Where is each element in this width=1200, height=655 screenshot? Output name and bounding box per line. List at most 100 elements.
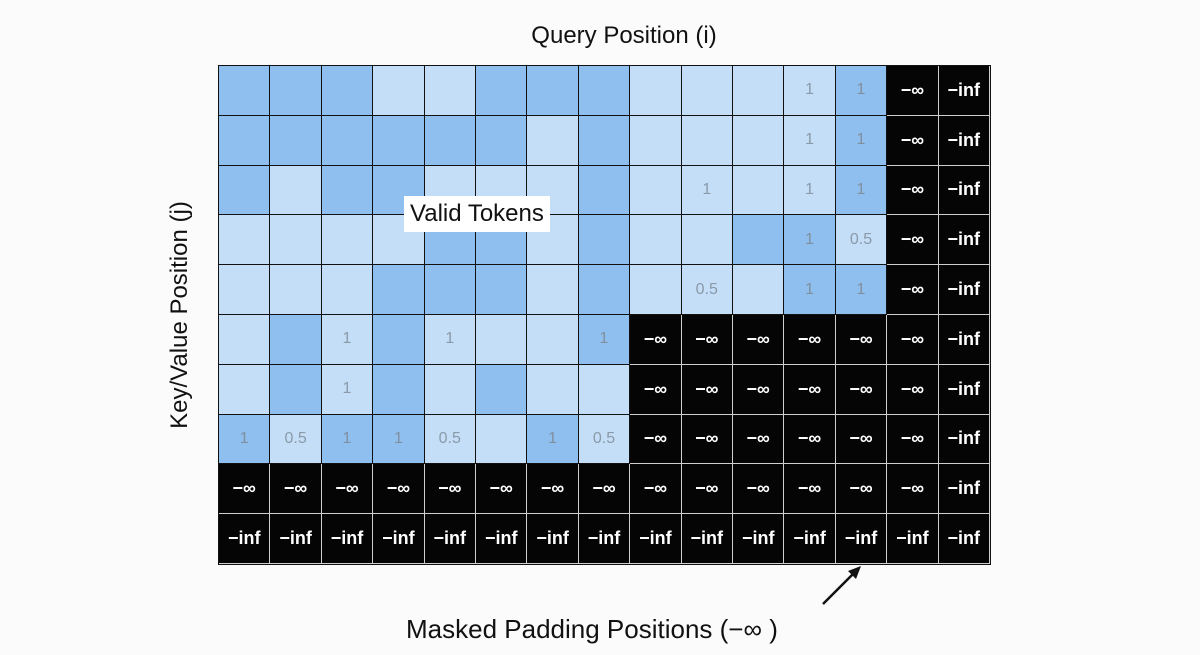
valid-cell: 1: [784, 215, 836, 266]
masked-cell: −∞: [887, 364, 939, 415]
masked-cell: −∞: [681, 464, 733, 515]
valid-cell: 1: [835, 115, 888, 166]
masked-cell: −∞: [681, 314, 733, 365]
valid-cell: 1: [373, 414, 425, 465]
masked-cell: −∞: [835, 314, 888, 365]
valid-cell: 1: [527, 414, 579, 465]
masked-cell: −∞: [887, 414, 939, 465]
masked-cell: −∞: [630, 414, 682, 465]
valid-cell: 1: [321, 314, 374, 365]
valid-cell: [578, 66, 631, 116]
valid-cell: [681, 215, 733, 266]
masked-cell: −inf: [938, 364, 990, 415]
masked-cell: −∞: [630, 464, 682, 515]
masked-cell: −inf: [476, 514, 528, 564]
valid-cell: [321, 115, 374, 166]
valid-cell: [578, 364, 631, 415]
valid-cell: [373, 314, 425, 365]
valid-cell: [321, 215, 374, 266]
valid-cell: [578, 215, 631, 266]
masked-cell: −inf: [424, 514, 476, 564]
masked-cell: −inf: [938, 514, 990, 564]
valid-cell: 1: [681, 165, 733, 216]
valid-cell: [733, 66, 785, 116]
valid-cell: [219, 364, 271, 415]
valid-cell: [630, 265, 682, 315]
masked-cell: −∞: [784, 314, 836, 365]
valid-cell: [270, 364, 322, 415]
masked-cell: −inf: [887, 514, 939, 564]
masked-cell: −inf: [835, 514, 888, 564]
valid-cell: [630, 165, 682, 216]
masked-cell: −∞: [681, 364, 733, 415]
masked-cell: −inf: [373, 514, 425, 564]
valid-cell: 1: [321, 414, 374, 465]
valid-cell: [630, 66, 682, 116]
masked-cell: −∞: [424, 464, 476, 515]
masked-cell: −∞: [887, 165, 939, 216]
valid-cell: [476, 414, 528, 465]
valid-cell: [424, 115, 476, 166]
masked-cell: −∞: [733, 314, 785, 365]
valid-cell: [476, 66, 528, 116]
x-axis-title: Query Position (i): [531, 22, 717, 49]
masked-cell: −∞: [887, 464, 939, 515]
masked-cell: −∞: [887, 314, 939, 365]
valid-cell: [527, 364, 579, 415]
valid-cell: 0.5: [681, 265, 733, 315]
valid-cell: 1: [219, 414, 271, 465]
masked-cell: −inf: [578, 514, 631, 564]
valid-cell: 0.5: [578, 414, 631, 465]
valid-cell: 0.5: [424, 414, 476, 465]
valid-cell: [219, 66, 271, 116]
masked-cell: −∞: [784, 364, 836, 415]
valid-cell: [630, 215, 682, 266]
valid-cell: 1: [784, 115, 836, 166]
masked-cell: −∞: [270, 464, 322, 515]
masked-cell: −inf: [270, 514, 322, 564]
valid-cell: [321, 66, 374, 116]
masked-cell: −∞: [476, 464, 528, 515]
masked-cell: −∞: [733, 364, 785, 415]
valid-cell: [321, 265, 374, 315]
masked-cell: −inf: [938, 414, 990, 465]
masked-cell: −∞: [835, 464, 888, 515]
masked-cell: −inf: [630, 514, 682, 564]
valid-cell: [424, 364, 476, 415]
masked-cell: −inf: [681, 514, 733, 564]
masked-cell: −∞: [887, 115, 939, 166]
masked-padding-label: Masked Padding Positions (−∞ ): [406, 614, 778, 644]
valid-cell: [373, 364, 425, 415]
masked-cell: −∞: [630, 314, 682, 365]
masked-cell: −inf: [938, 215, 990, 266]
masked-cell: −∞: [835, 414, 888, 465]
valid-cell: 1: [321, 364, 374, 415]
masked-cell: −∞: [733, 414, 785, 465]
valid-cell: [733, 115, 785, 166]
valid-cell: [527, 66, 579, 116]
valid-cell: [219, 115, 271, 166]
masked-cell: −∞: [630, 364, 682, 415]
valid-cell: 0.5: [270, 414, 322, 465]
valid-cell: [219, 165, 271, 216]
valid-cell: [270, 66, 322, 116]
valid-cell: [476, 265, 528, 315]
masked-cell: −inf: [938, 265, 990, 315]
valid-cell: [270, 115, 322, 166]
masked-cell: −∞: [219, 464, 271, 515]
masked-cell: −inf: [938, 314, 990, 365]
valid-cell: [733, 215, 785, 266]
valid-cell: [476, 364, 528, 415]
masked-cell: −∞: [527, 464, 579, 515]
masked-cell: −inf: [938, 464, 990, 515]
valid-cell: [270, 265, 322, 315]
valid-cell: [578, 165, 631, 216]
masked-cell: −inf: [219, 514, 271, 564]
valid-cell: [630, 115, 682, 166]
masked-cell: −∞: [887, 215, 939, 266]
valid-cell: [424, 66, 476, 116]
masked-cell: −inf: [938, 115, 990, 166]
masked-cell: −∞: [578, 464, 631, 515]
valid-cell: [373, 66, 425, 116]
